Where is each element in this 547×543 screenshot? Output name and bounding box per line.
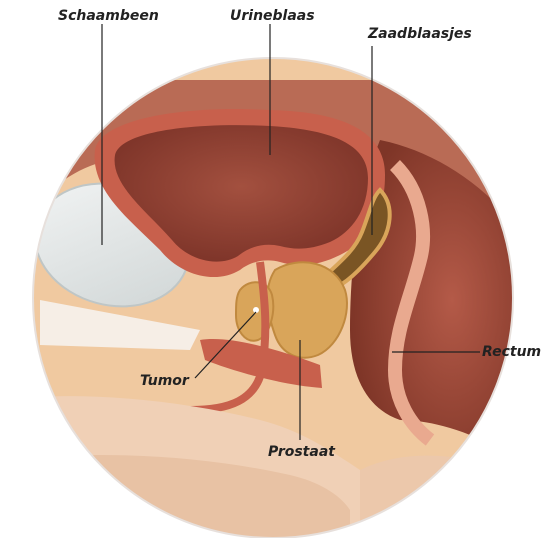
label-urineblaas: Urineblaas (230, 8, 315, 24)
label-prostaat: Prostaat (268, 444, 335, 460)
label-tumor: Tumor (140, 373, 189, 389)
label-schaambeen: Schaambeen (58, 8, 159, 24)
circular-view (0, 50, 547, 538)
label-rectum: Rectum (482, 344, 541, 360)
label-zaadblaasjes: Zaadblaasjes (368, 26, 472, 42)
perineum-area (360, 456, 520, 538)
